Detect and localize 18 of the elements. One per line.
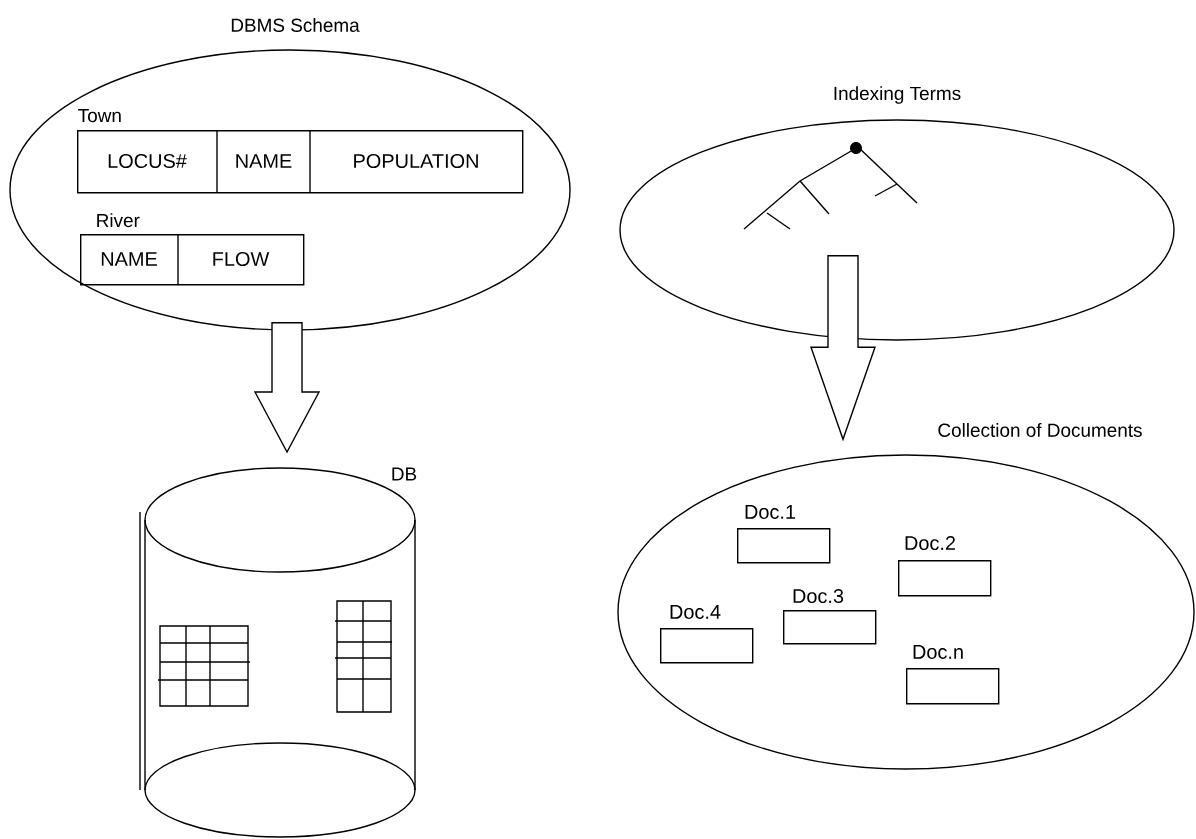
heading: DBMS Schema	[231, 18, 360, 32]
column-name: NAME	[236, 154, 292, 168]
block-arrow	[810, 255, 876, 442]
document-name: Doc.2	[905, 535, 955, 551]
table-name: River	[97, 213, 140, 228]
column-name: FLOW	[213, 251, 270, 267]
document-name: Doc.1	[745, 505, 796, 519]
column-name: LOCUS#	[108, 153, 187, 169]
heading: Collection of Documents	[938, 423, 1142, 437]
block-arrow	[253, 322, 321, 454]
document-name: Doc.n	[913, 645, 963, 659]
document-name: Doc.4	[670, 605, 721, 619]
heading: DB	[389, 466, 419, 482]
table-name: Town	[78, 109, 121, 123]
column-name: POPULATION	[354, 153, 478, 169]
document-name: Doc.3	[793, 588, 844, 604]
column-name: NAME	[101, 252, 157, 266]
heading: Indexing Terms	[834, 86, 961, 104]
